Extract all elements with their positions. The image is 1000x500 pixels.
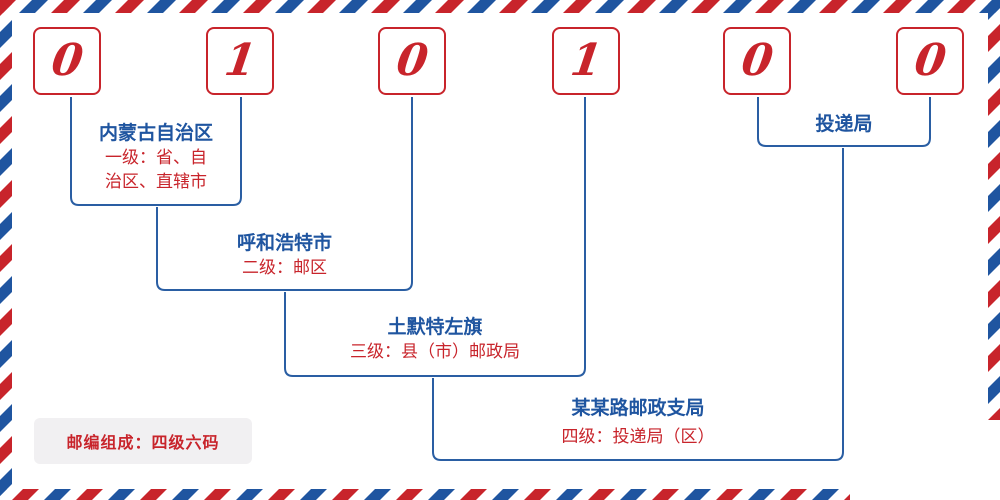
level-3-title: 土默特左旗 (387, 316, 483, 338)
digit-box-5: 0 (723, 27, 791, 95)
digit-5: 0 (738, 35, 776, 86)
level-4-desc: 四级：投递局（区） (561, 427, 715, 447)
bracket-delivery (757, 97, 931, 147)
bottom-stripe (0, 489, 850, 500)
level-3-desc: 三级：县（市）邮政局 (350, 342, 520, 362)
level-2-title: 呼和浩特市 (236, 232, 332, 254)
bracket-level-1 (70, 97, 242, 206)
digit-box-3: 0 (378, 27, 446, 95)
digit-4: 1 (567, 35, 605, 86)
digit-box-2: 1 (206, 27, 274, 95)
digit-box-6: 0 (896, 27, 964, 95)
digit-box-4: 1 (552, 27, 620, 95)
legend-box: 邮编组成：四级六码 (34, 418, 252, 464)
digit-3: 0 (393, 35, 431, 86)
bracket-level-2 (156, 97, 413, 291)
bracket-level-4 (432, 148, 844, 461)
bracket-level-3 (284, 97, 586, 377)
left-stripe (0, 0, 12, 500)
level-1-desc-line1: 一级：省、自 (105, 148, 207, 168)
right-stripe (988, 0, 1000, 420)
digit-1: 0 (48, 35, 86, 86)
legend-text: 邮编组成：四级六码 (66, 433, 220, 452)
delivery-title: 投递局 (815, 113, 873, 135)
level-1-desc-line2: 治区、直辖市 (105, 172, 207, 192)
digit-box-1: 0 (33, 27, 101, 95)
level-2-desc: 二级：邮区 (242, 258, 327, 278)
level-4-title: 某某路邮政支局 (571, 397, 705, 419)
digit-6: 0 (911, 35, 949, 86)
level-1-title: 内蒙古自治区 (98, 122, 213, 144)
top-stripe (0, 0, 1000, 13)
digit-2: 1 (221, 35, 259, 86)
